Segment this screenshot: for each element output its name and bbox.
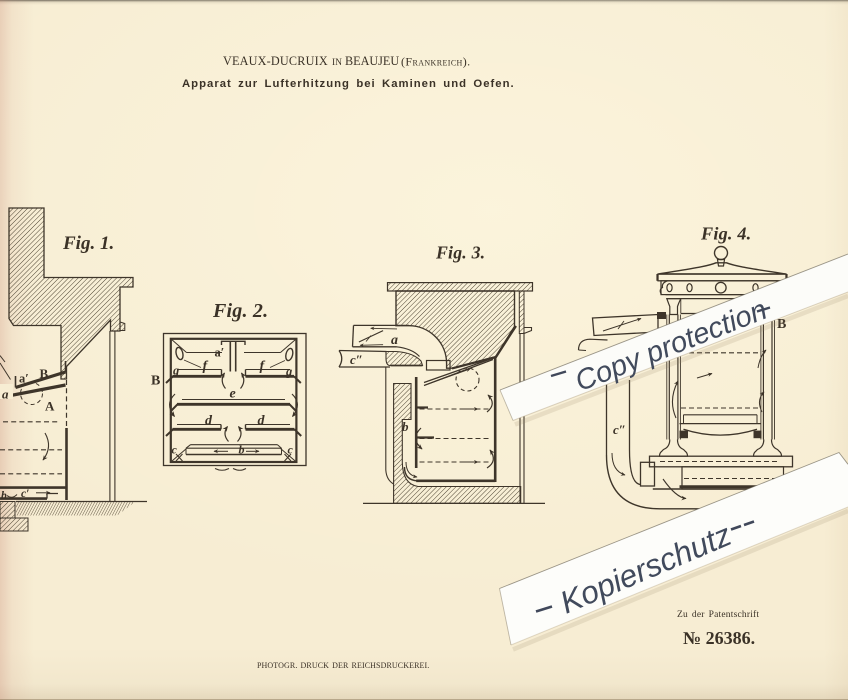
svg-text:a: a [391, 333, 398, 348]
svg-text:B: B [151, 374, 160, 389]
svg-text:a′: a′ [19, 372, 29, 386]
svg-text:c: c [288, 443, 294, 457]
svg-text:b: b [1, 490, 7, 502]
svg-text:a: a [2, 387, 9, 402]
svg-text:c″: c″ [350, 352, 363, 367]
svg-text:Fig. 1.: Fig. 1. [62, 233, 114, 254]
svg-text:PHOTOGR. DRUCK DER REICHSDRUCK: PHOTOGR. DRUCK DER REICHSDRUCKEREI. [257, 661, 429, 670]
svg-text:c: c [172, 443, 178, 457]
svg-text:Copy protection: Copy protection [571, 294, 772, 398]
svg-text:e: e [230, 387, 236, 402]
svg-text:c″: c″ [613, 422, 626, 437]
svg-text:g: g [285, 365, 292, 379]
svg-text:d: d [205, 414, 213, 429]
svg-text:Apparat zur Lufterhitzung bei: Apparat zur Lufterhitzung bei Kaminen un… [182, 78, 515, 90]
svg-text:a′: a′ [215, 346, 225, 360]
svg-text:c′: c′ [21, 488, 29, 500]
svg-text:Fig. 2.: Fig. 2. [212, 300, 268, 322]
svg-text:Zu der Patentschrift: Zu der Patentschrift [677, 609, 759, 620]
svg-text:B: B [40, 366, 49, 381]
svg-text:B: B [777, 317, 786, 332]
svg-text:f: f [260, 359, 266, 374]
svg-text:IN: IN [332, 58, 342, 68]
svg-text:b: b [239, 443, 245, 457]
svg-text:Fig. 3.: Fig. 3. [435, 243, 485, 263]
svg-text:f: f [203, 359, 209, 374]
svg-text:BEAUJEU: BEAUJEU [345, 54, 399, 68]
svg-text:g: g [172, 364, 179, 378]
svg-text:Fig. 4.: Fig. 4. [700, 224, 751, 244]
svg-text:d: d [258, 414, 266, 429]
svg-text:b: b [402, 419, 409, 434]
svg-text:(Frankreich).: (Frankreich). [401, 54, 471, 68]
svg-text:№ 26386.: № 26386. [683, 628, 755, 648]
svg-text:A: A [45, 399, 55, 414]
svg-text:VEAUX-DUCRUIX: VEAUX-DUCRUIX [223, 54, 328, 68]
